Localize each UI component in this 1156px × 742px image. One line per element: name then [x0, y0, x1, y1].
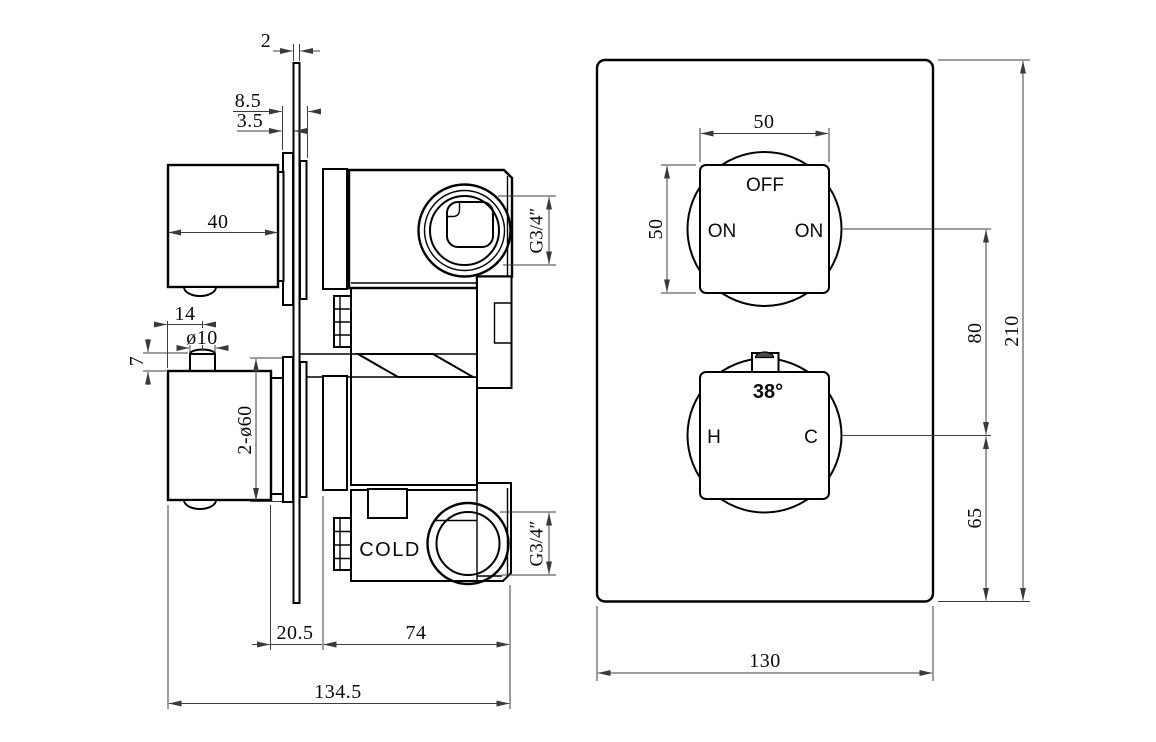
dim-knob-height: 50	[645, 164, 696, 294]
ribbed-stem-bottom	[333, 517, 352, 571]
dim-plate-height-label: 210	[1001, 315, 1023, 347]
dim-port-bottom-label: G3/4″	[527, 521, 548, 567]
diverter-parallelogram	[354, 353, 477, 378]
dim-body-depth-label: 74	[406, 622, 427, 644]
bottom-knob-step	[270, 377, 284, 495]
dim-stem-center-offset-label: 14	[175, 303, 196, 325]
bottom-knob-hot-label: H	[707, 427, 721, 448]
top-collar-rear	[299, 160, 308, 300]
temp-stem	[189, 353, 216, 373]
side-view: COLD 2	[126, 30, 556, 709]
dim-plate-width-label: 130	[749, 650, 781, 672]
dim-body-depth: 74	[323, 585, 511, 709]
valve-body-lower-section	[350, 482, 512, 582]
bottom-escutcheon	[282, 356, 294, 503]
dim-plate-face-offset: 3.5	[237, 110, 308, 134]
bottom-knob-cold-label: C	[804, 427, 818, 448]
top-knob-side	[166, 152, 348, 306]
dim-total-depth: 134.5	[167, 505, 510, 709]
dim-plate-face-offset-label: 3.5	[237, 110, 264, 132]
bottom-collar-rear	[299, 361, 308, 498]
bottom-knob-foot	[182, 499, 218, 510]
wall-plate-side	[292, 62, 301, 604]
top-knob-foot	[182, 286, 218, 297]
dim-port-top-label: G3/4″	[527, 208, 548, 254]
stem-bottom-outline	[333, 517, 352, 571]
dim-escutcheon-diameter: 2-ø60	[234, 357, 282, 502]
front-view: OFF ON ON 38° H C 50 50	[595, 58, 1030, 681]
port-bottom-inner-circle	[435, 511, 501, 576]
override-button-cap	[754, 351, 775, 359]
dim-knob-spacing: 80	[843, 228, 991, 436]
dim-knob-spacing-label: 80	[964, 323, 986, 344]
cartridge-block	[367, 488, 408, 519]
bottom-knob-front: 38° H C	[686, 351, 843, 514]
mounting-bracket-top	[476, 275, 513, 389]
dim-stem-height: 7	[126, 339, 188, 385]
dim-knob-depth: 40	[168, 211, 278, 236]
bracket-top-notch	[493, 302, 511, 344]
valve-body-mid-section	[350, 287, 478, 486]
dim-port-bottom: G3/4″	[500, 511, 556, 576]
dim-escutcheon-diameter-label: 2-ø60	[234, 405, 256, 454]
port-top-keyway	[447, 202, 461, 218]
dim-bottom-knob-offset: 65	[938, 436, 1030, 602]
dim-stem-diameter-label: ø10	[186, 327, 218, 349]
port-top-square-bore	[446, 201, 494, 248]
cold-inlet-label: COLD	[359, 539, 421, 561]
body-lower-outline	[350, 482, 512, 582]
dim-plate-thickness: 2	[261, 30, 320, 61]
bottom-collar-large	[322, 375, 348, 491]
dim-total-depth-label: 134.5	[314, 681, 362, 703]
ribbed-stem-top	[333, 295, 352, 348]
dim-flange-depth: 8.5	[233, 90, 322, 158]
trim-plate	[595, 58, 935, 603]
dim-flange-depth-label: 8.5	[235, 90, 262, 112]
port-top	[417, 183, 512, 278]
top-knob-front: OFF ON ON	[686, 151, 843, 307]
dim-plate-to-body: 20.5	[252, 496, 337, 650]
port-top-inner-circle	[429, 195, 500, 266]
dim-plate-height: 210	[938, 59, 1030, 601]
dim-plate-thickness-label: 2	[261, 30, 272, 52]
port-top-outer-circle	[417, 183, 512, 278]
dim-knob-depth-label: 40	[208, 211, 229, 233]
top-collar-large	[322, 168, 348, 290]
dim-bottom-knob-offset-label: 65	[964, 508, 986, 529]
top-knob-body	[166, 163, 280, 289]
dim-stem-diameter: ø10	[176, 327, 229, 352]
port-bottom-outer-circle	[426, 501, 510, 586]
top-knob-on-left-label: ON	[708, 221, 737, 242]
dim-stem-center-offset: 14	[153, 303, 217, 368]
port-bottom	[426, 501, 510, 586]
valve-internal-passage	[299, 353, 477, 378]
bottom-knob-temp-label: 38°	[753, 381, 783, 403]
dim-knob-width: 50	[699, 111, 830, 162]
bottom-knob-side	[166, 348, 348, 510]
top-knob-square	[699, 164, 830, 294]
top-knob-on-right-label: ON	[795, 221, 824, 242]
dim-knob-height-label: 50	[645, 219, 667, 240]
dim-port-top: G3/4″	[498, 195, 556, 266]
dim-knob-width-label: 50	[754, 111, 775, 133]
bottom-knob-square	[699, 371, 830, 500]
dim-plate-width: 130	[596, 606, 934, 681]
dim-stem-height-label: 7	[126, 356, 148, 367]
dim-plate-to-body-label: 20.5	[277, 622, 314, 644]
top-knob-off-label: OFF	[746, 175, 784, 196]
port-top-mid-circle	[423, 189, 506, 272]
